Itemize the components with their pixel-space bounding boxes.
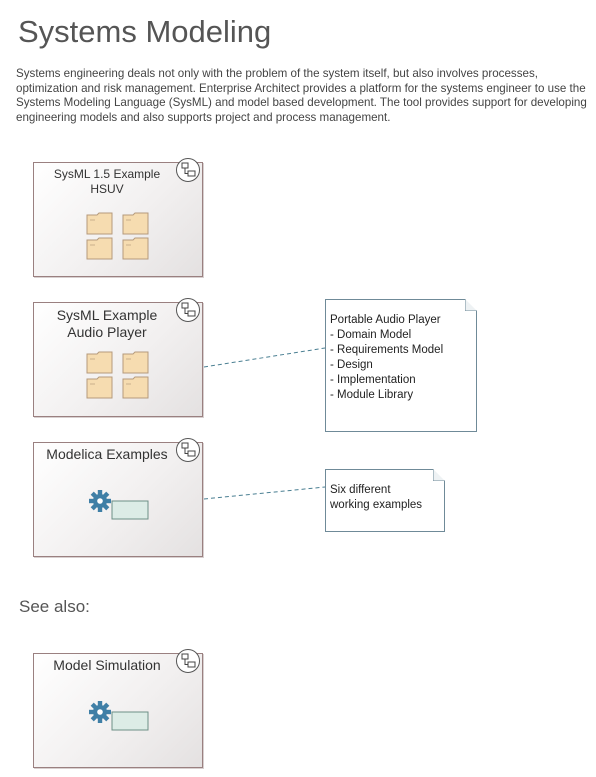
folders-icon bbox=[86, 351, 149, 399]
simulation-gear-icon bbox=[89, 701, 149, 731]
note-audio-player: Portable Audio Player - Domain Model - R… bbox=[325, 299, 477, 432]
note-line: - Design bbox=[330, 359, 373, 371]
note-line: - Requirements Model bbox=[330, 344, 444, 356]
package-model-simulation[interactable]: Model Simulation bbox=[33, 649, 203, 768]
folders-icon bbox=[86, 212, 149, 260]
connector-modelica-note bbox=[203, 486, 326, 500]
note-fold-corner bbox=[433, 469, 445, 481]
package-sysml-hsuv[interactable]: SysML 1.5 Example HSUV bbox=[33, 158, 203, 277]
note-line: - Domain Model bbox=[330, 329, 412, 341]
package-diagram-icon[interactable] bbox=[176, 438, 200, 462]
see-also-heading: See also: bbox=[19, 597, 90, 616]
note-line: Six different bbox=[330, 484, 391, 496]
package-diagram-icon[interactable] bbox=[176, 298, 200, 322]
note-line: working examples bbox=[330, 499, 423, 511]
package-title: Modelica Examples bbox=[46, 446, 168, 462]
package-title: SysML 1.5 Example HSUV bbox=[53, 167, 161, 196]
note-line: - Implementation bbox=[330, 374, 416, 386]
package-title: Model Simulation bbox=[53, 657, 161, 673]
connector-audio-player-note bbox=[203, 347, 326, 368]
note-modelica: Six different working examples bbox=[325, 469, 445, 532]
package-diagram-icon[interactable] bbox=[176, 649, 200, 673]
package-diagram-icon[interactable] bbox=[176, 158, 200, 182]
note-line: Portable Audio Player bbox=[330, 314, 441, 326]
note-fold-corner bbox=[465, 299, 477, 311]
simulation-gear-icon bbox=[89, 490, 149, 520]
note-line: - Module Library bbox=[330, 389, 414, 401]
intro-paragraph: Systems engineering deals not only with … bbox=[16, 67, 587, 124]
package-modelica-examples[interactable]: Modelica Examples bbox=[33, 438, 203, 557]
package-title: SysML Example Audio Player bbox=[56, 307, 158, 340]
package-sysml-audio-player[interactable]: SysML Example Audio Player bbox=[33, 298, 203, 417]
page-title: Systems Modeling bbox=[18, 14, 272, 49]
